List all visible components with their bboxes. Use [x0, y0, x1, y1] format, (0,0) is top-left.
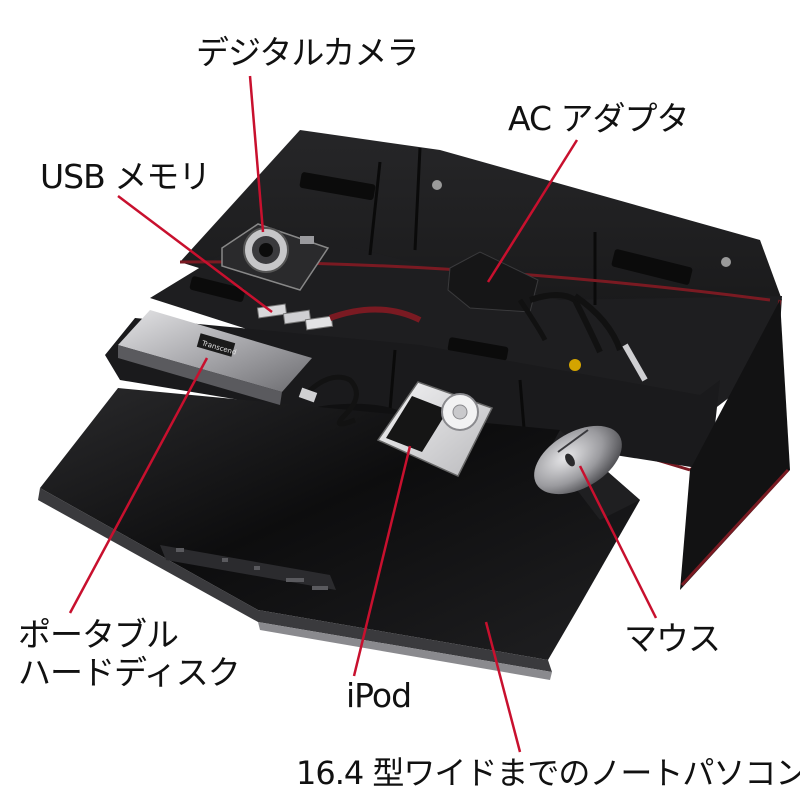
label-laptop: 16.4 型ワイドまでのノートパソコン	[296, 754, 800, 792]
usb-cable	[298, 374, 359, 427]
digital-camera	[221, 223, 330, 291]
ac-adapter	[447, 251, 648, 382]
leader-line-ac-adapter	[486, 139, 579, 283]
portable-hdd: Transcend	[118, 310, 312, 405]
ipod	[376, 381, 494, 477]
label-portable-hdd-line1: ポータブル	[18, 615, 179, 654]
label-usb-memory: USB メモリ	[40, 157, 211, 196]
label-mouse: マウス	[624, 619, 721, 658]
label-ac-adapter: AC アダプタ	[508, 99, 690, 138]
label-portable-hdd: ポータブル ハードディスク	[18, 615, 241, 692]
leader-line-usb-memory	[117, 195, 273, 313]
leader-line-laptop	[484, 621, 522, 753]
leader-line-mouse	[578, 465, 658, 619]
leader-line-camera	[248, 75, 265, 233]
leader-lines	[68, 75, 658, 753]
mouse	[534, 425, 622, 495]
label-ipod: iPod	[346, 676, 412, 715]
laptop	[38, 388, 640, 680]
leader-line-ipod	[352, 445, 412, 677]
label-portable-hdd-line2: ハードディスク	[18, 653, 241, 692]
label-digital-camera: デジタルカメラ	[196, 33, 419, 72]
laptop-ports	[176, 548, 328, 590]
laptop-lid	[40, 388, 640, 660]
bag-front-gusset	[680, 300, 790, 590]
leader-line-hdd	[68, 357, 209, 614]
